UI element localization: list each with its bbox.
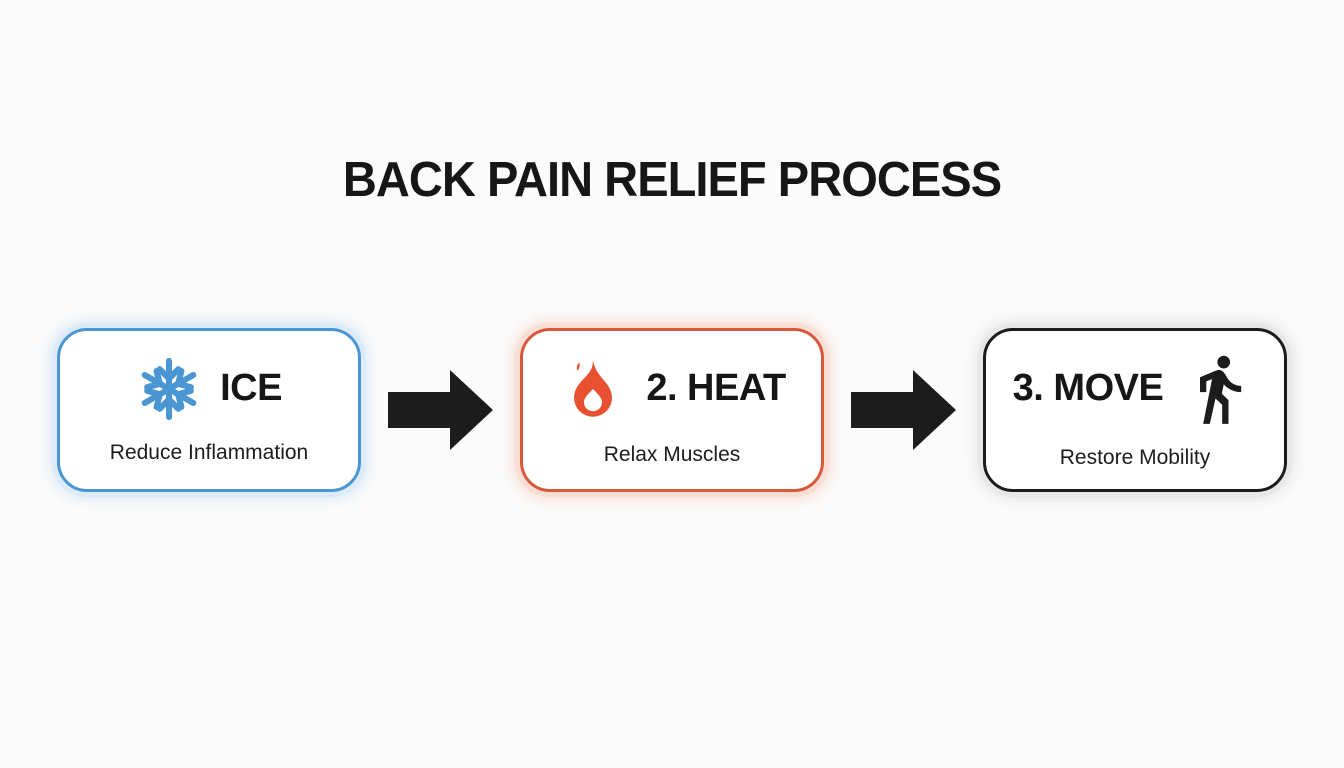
step-label: 3. MOVE	[1012, 367, 1164, 409]
step-card-ice: ICE Reduce Inflammation	[57, 328, 361, 492]
process-flow: ICE Reduce Inflammation 2. HEAT	[0, 328, 1344, 492]
step-description: Restore Mobility	[1059, 445, 1211, 469]
step-header: 2. HEAT	[558, 354, 786, 424]
step-card-heat: 2. HEAT Relax Muscles	[520, 328, 824, 492]
snowflake-icon	[136, 356, 202, 422]
page-title: BACK PAIN RELIEF PROCESS	[342, 153, 1002, 207]
step-label: 2. HEAT	[646, 367, 786, 409]
flame-icon	[558, 354, 628, 424]
step-label: ICE	[220, 367, 282, 409]
arrow-right-icon	[851, 370, 956, 450]
step-header: 3. MOVE	[1013, 351, 1258, 427]
step-description: Reduce Inflammation	[109, 440, 309, 464]
step-description: Relax Muscles	[603, 442, 741, 466]
arrow-right-icon	[388, 370, 493, 450]
step-card-move: 3. MOVE Restore Mobility	[983, 328, 1287, 492]
walking-person-icon	[1181, 351, 1257, 427]
step-header: ICE	[136, 356, 282, 422]
